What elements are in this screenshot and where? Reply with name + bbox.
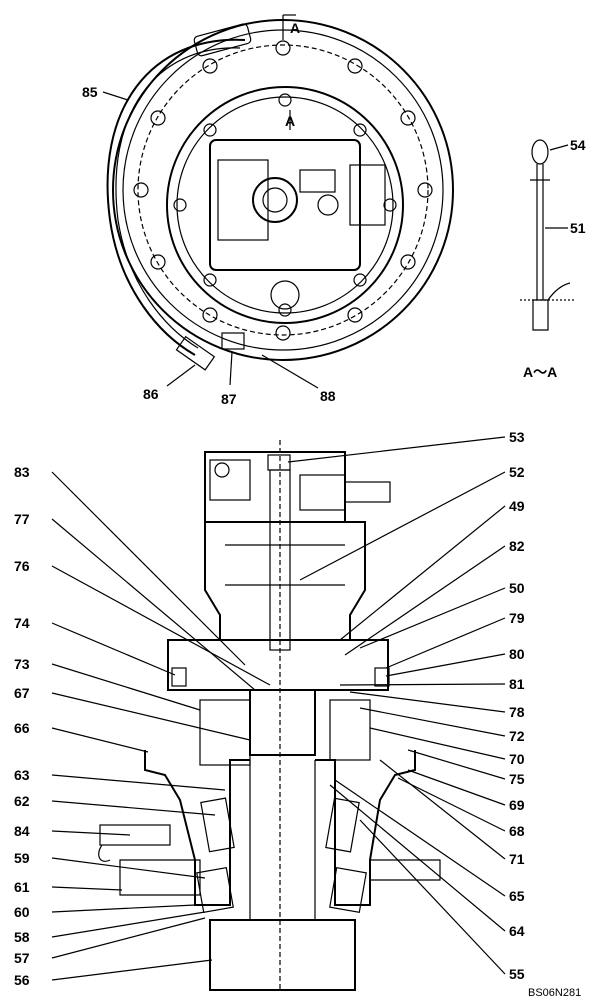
part-label-86: 86 [143,386,159,402]
part-label-85: 85 [82,84,98,100]
part-label-71: 71 [509,851,525,867]
part-label-73: 73 [14,656,30,672]
part-label-77: 77 [14,511,30,527]
part-label-60: 60 [14,904,30,920]
detail-a-drawing [520,139,575,331]
part-label-50: 50 [509,580,525,596]
section-mark-top: A [290,20,300,36]
part-label-64: 64 [509,923,525,939]
part-label-53: 53 [509,429,525,445]
part-label-72: 72 [509,728,525,744]
part-label-51: 51 [570,220,586,236]
section-mark-mid: A [285,113,295,129]
part-label-76: 76 [14,558,30,574]
part-label-62: 62 [14,793,30,809]
section-view-drawing [98,440,441,991]
part-label-49: 49 [509,498,525,514]
part-label-88: 88 [320,388,336,404]
part-label-74: 74 [14,615,30,631]
detail-view-title: A～A [523,364,557,380]
part-label-69: 69 [509,797,525,813]
part-label-66: 66 [14,720,30,736]
part-label-65: 65 [509,888,525,904]
part-label-83: 83 [14,464,30,480]
part-label-52: 52 [509,464,525,480]
part-label-87: 87 [221,391,237,407]
part-label-81: 81 [509,676,525,692]
part-label-70: 70 [509,751,525,767]
leader-lines [51,91,569,981]
part-label-57: 57 [14,950,30,966]
part-label-59: 59 [14,850,30,866]
part-label-68: 68 [509,823,525,839]
part-label-80: 80 [509,646,525,662]
part-label-79: 79 [509,610,525,626]
part-label-67: 67 [14,685,30,701]
part-label-78: 78 [509,704,525,720]
part-label-82: 82 [509,538,525,554]
part-label-63: 63 [14,767,30,783]
figure-code: BS06N281 [528,987,581,999]
part-label-61: 61 [14,879,30,895]
top-view-drawing [106,14,454,371]
part-label-58: 58 [14,929,30,945]
part-label-84: 84 [14,823,30,839]
part-label-54: 54 [570,137,586,153]
part-label-75: 75 [509,771,525,787]
part-label-56: 56 [14,972,30,988]
part-label-55: 55 [509,966,525,982]
